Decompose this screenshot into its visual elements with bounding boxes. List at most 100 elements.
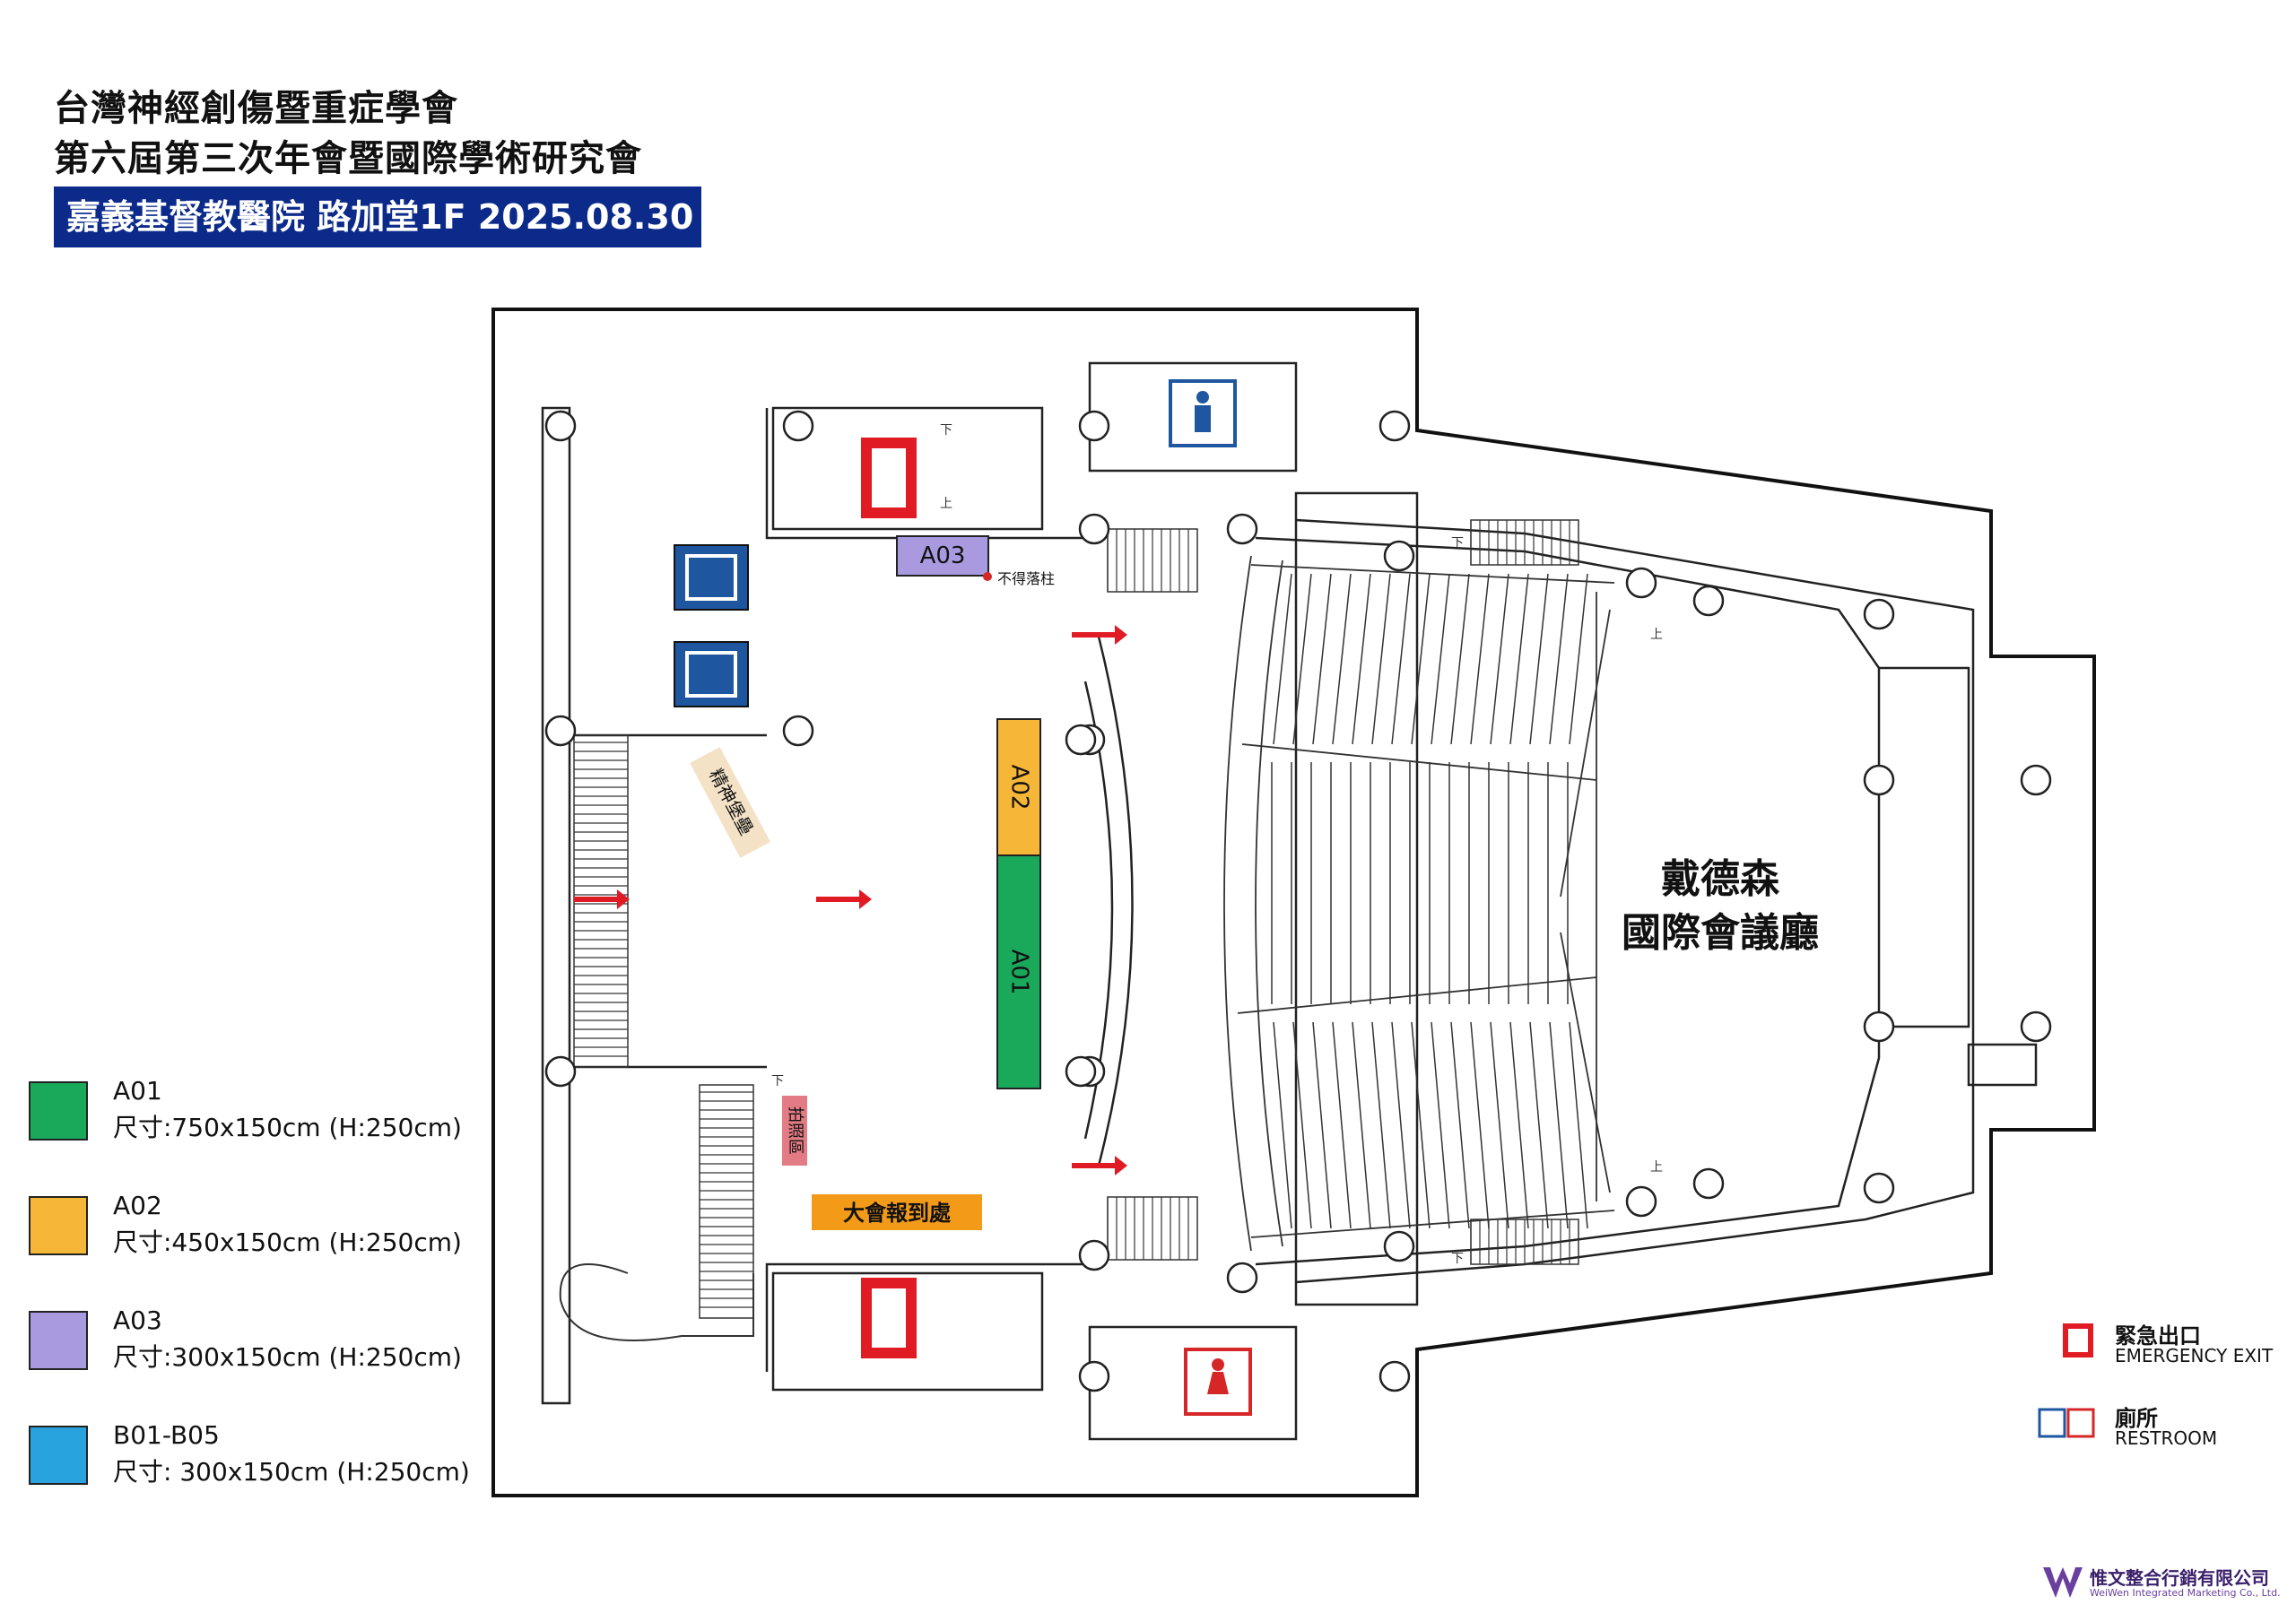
restroom-female-icon — [2066, 1408, 2095, 1438]
seat-row-line — [1332, 573, 1352, 745]
column — [1078, 513, 1110, 545]
seat-row-line — [1273, 1021, 1292, 1229]
seat-row-line — [1332, 1021, 1352, 1229]
column — [1078, 410, 1110, 442]
key-restroom-en: RESTROOM — [2115, 1427, 2218, 1449]
column — [1078, 1360, 1110, 1392]
seat-row-line — [1411, 573, 1431, 745]
column — [544, 410, 577, 442]
company-name-en: WeiWen Integrated Marketing Co., Ltd. — [2090, 1587, 2281, 1599]
seat-row-line — [1312, 573, 1332, 745]
hall-name-line2: 國際會議廳 — [1622, 910, 1819, 956]
stairs — [573, 519, 1579, 1319]
column — [782, 715, 814, 747]
seat-row-line — [1431, 1021, 1450, 1229]
seat-row-lines — [1271, 573, 1588, 1229]
restrooms — [1169, 379, 1252, 1416]
legend-size: 尺寸: 300x150cm (H:250cm) — [113, 1457, 470, 1487]
photo-area-sign — [782, 1096, 807, 1166]
walls — [541, 361, 2038, 1441]
column — [1863, 1172, 1895, 1204]
photo-area-label: 拍照區 — [786, 1106, 804, 1155]
stair-up-label: 上 — [1650, 1160, 1663, 1175]
legend-size: 尺寸:300x150cm (H:250cm) — [113, 1342, 462, 1372]
booth-a03 — [896, 535, 989, 577]
booth-a01-label: A01 — [1006, 950, 1033, 995]
column — [1378, 1360, 1411, 1392]
seat-row-line — [1411, 1021, 1431, 1229]
column — [1863, 1010, 1895, 1043]
column — [544, 1055, 577, 1088]
seat-row-line — [1490, 1021, 1509, 1229]
seat-row-line — [1509, 1021, 1529, 1229]
column — [1383, 540, 1415, 572]
spirit-fortress-sign — [690, 747, 770, 858]
booth-a02 — [996, 718, 1041, 856]
stair-down-label: 下 — [1451, 536, 1464, 551]
column — [1226, 1262, 1258, 1294]
seat-row-line — [1569, 1021, 1588, 1229]
seat-row-line — [1529, 573, 1549, 745]
stair-down-label: 下 — [1451, 1252, 1464, 1266]
elevators — [674, 544, 749, 707]
seat-row-line — [1292, 1021, 1312, 1229]
column — [1226, 513, 1258, 545]
booth-a03-label: A03 — [920, 542, 966, 569]
column — [1065, 724, 1097, 756]
legend-size: 尺寸:750x150cm (H:250cm) — [113, 1113, 462, 1142]
seat-row-line — [1431, 573, 1450, 745]
seat-row-line — [1490, 573, 1509, 745]
legend-swatch — [29, 1196, 88, 1255]
key-restroom-cn: 廁所 — [2115, 1406, 2158, 1431]
registration-label: 大會報到處 — [843, 1201, 951, 1226]
restroom-male-icon — [2038, 1408, 2066, 1438]
column — [2020, 764, 2052, 796]
key-exit-en: EMERGENCY EXIT — [2115, 1345, 2274, 1366]
key-exit-cn: 緊急出口 — [2115, 1323, 2201, 1349]
booth-a02-label: A02 — [1006, 765, 1033, 811]
seat-row-line — [1549, 1021, 1569, 1229]
legend-swatch — [29, 1081, 88, 1141]
building-outline — [491, 308, 2096, 1497]
legend-code: B01-B05 — [113, 1420, 220, 1450]
column — [1078, 1239, 1110, 1271]
seat-row-line — [1273, 573, 1292, 745]
seat-row-line — [1450, 573, 1470, 745]
column — [782, 410, 814, 442]
seat-row-line — [1352, 573, 1371, 745]
stair-down-label: 下 — [940, 423, 952, 438]
registration-desk — [812, 1194, 982, 1230]
column — [1378, 410, 1411, 442]
stair-down-label: 下 — [771, 1074, 784, 1089]
legend-swatch — [29, 1426, 88, 1485]
seat-row-line — [1509, 573, 1529, 745]
column — [544, 715, 577, 747]
seat-row-line — [1292, 573, 1312, 745]
no-pillar-dot — [983, 572, 992, 581]
seat-row-line — [1391, 573, 1411, 745]
column — [1625, 567, 1657, 599]
seating-rows — [1223, 555, 1615, 1252]
column — [1863, 764, 1895, 796]
column — [1692, 585, 1725, 617]
no-pillar-note: 不得落柱 — [997, 570, 1055, 587]
direction-arrows — [574, 625, 1127, 1175]
seat-row-line — [1470, 1021, 1490, 1229]
seat-row-line — [1529, 1021, 1549, 1229]
seat-row-line — [1352, 1021, 1371, 1229]
stair-up-label: 上 — [940, 497, 952, 511]
emergency-exits — [861, 438, 917, 1358]
stair-step-lines — [574, 520, 1570, 1308]
legend-code: A02 — [113, 1191, 162, 1220]
seat-row-line — [1391, 1021, 1411, 1229]
seat-row-line — [1569, 573, 1588, 745]
seat-row-line — [1549, 573, 1569, 745]
legend-code: A01 — [113, 1076, 162, 1106]
booth-a01 — [996, 854, 1041, 1089]
column — [1863, 598, 1895, 630]
seat-row-line — [1312, 1021, 1332, 1229]
seat-row-line — [1470, 573, 1490, 745]
legend-size: 尺寸:450x150cm (H:250cm) — [113, 1227, 462, 1257]
venue-date-banner: 嘉義基督教醫院 路加堂1F 2025.08.30 — [54, 186, 701, 247]
